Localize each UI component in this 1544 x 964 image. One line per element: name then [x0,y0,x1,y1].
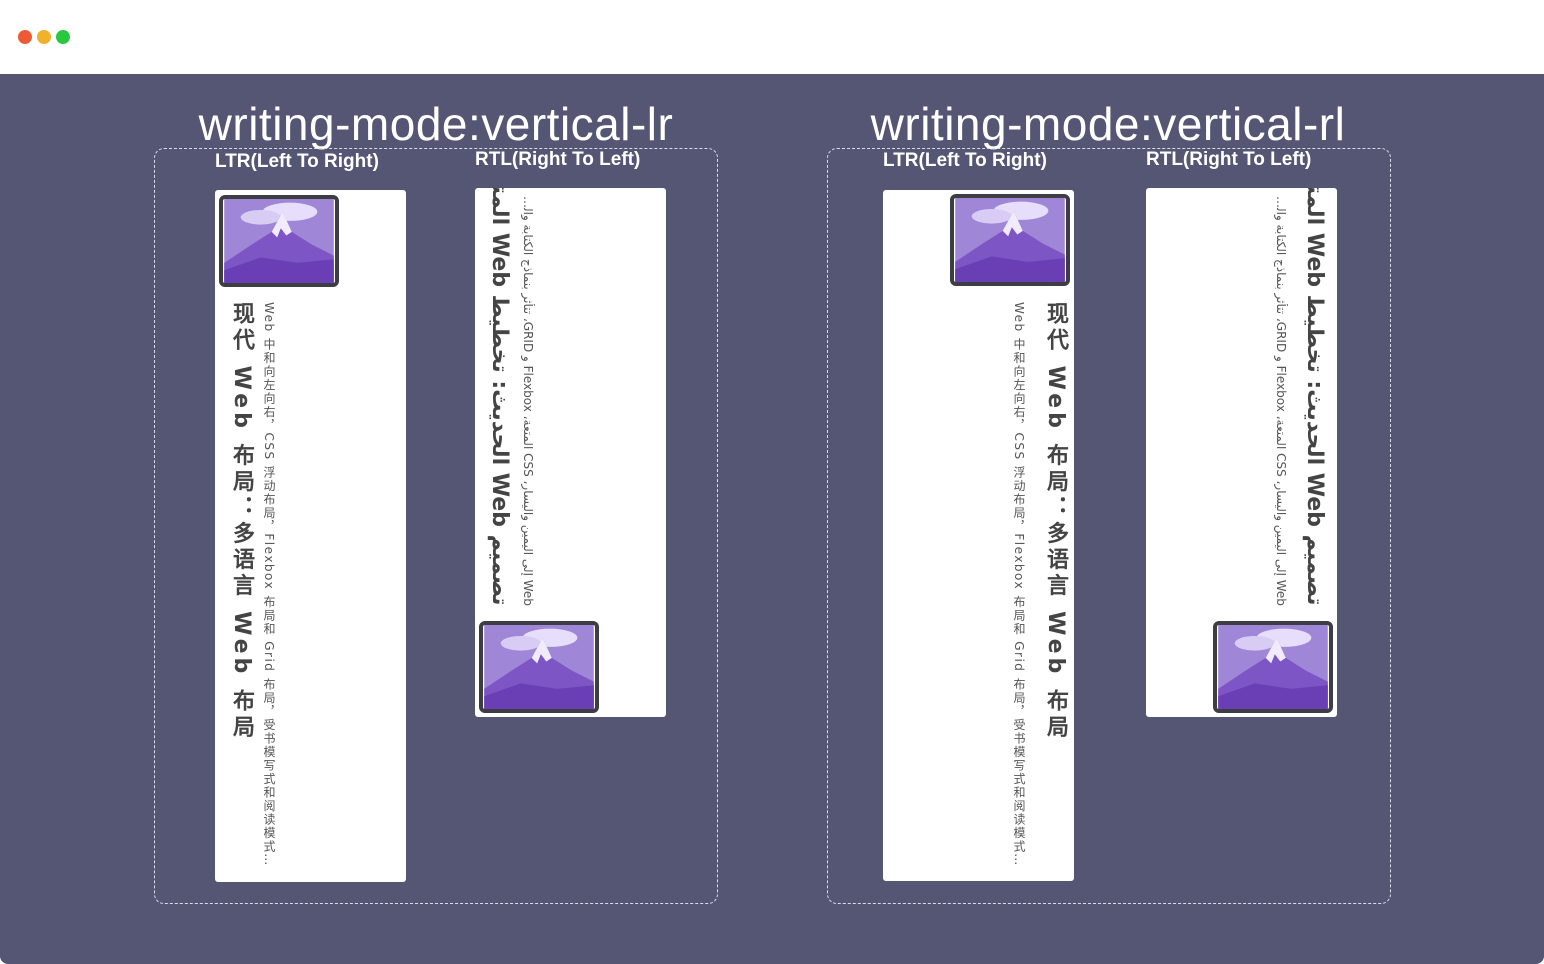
card-photo [950,194,1070,286]
window-titlebar [0,0,1544,74]
card-rtl-vertical-rl: تصميم Web الحديث: تخطيط Web المتعدد اللغ… [1146,188,1337,717]
card-title: 现代 Web 布局：多语言 Web 布局 [229,302,254,741]
card-photo [479,621,599,713]
card-ltr-vertical-lr: 现代 Web 布局：多语言 Web 布局 Web 中和向左向右，CSS 浮动布局… [215,190,406,882]
card-rtl-vertical-lr: تصميم Web الحديث: تخطيط Web المتعدد اللغ… [475,188,666,717]
mountain-photo-icon [484,625,594,709]
card-photo [1213,621,1333,713]
label-ltr: LTR(Left To Right) [883,150,1047,171]
demo-frame-vertical-lr [154,148,718,904]
card-body-text: Web 中和向左向右，CSS 浮动布局，Flexbox 布局和 Grid 布局，… [262,302,276,878]
label-rtl: RTL(Right To Left) [475,149,641,170]
mountain-photo-icon [224,199,334,283]
card-body-text: Web إلى اليمين واليسار، CSS المتعة، Flex… [521,194,535,606]
label-rtl: RTL(Right To Left) [1146,149,1312,170]
card-photo [219,195,339,287]
label-ltr: LTR(Left To Right) [215,151,379,172]
heading-vertical-lr: writing-mode:vertical-lr [198,98,674,150]
heading-vertical-rl: writing-mode:vertical-rl [870,98,1346,150]
card-body-text: Web إلى اليمين واليسار، CSS المتعة، Flex… [1274,194,1288,606]
minimize-window-button[interactable] [37,30,51,44]
mountain-photo-icon [955,198,1065,282]
card-ltr-vertical-rl: 现代 Web 布局：多语言 Web 布局 Web 中和向左向右，CSS 浮动布局… [883,190,1074,881]
card-body-text: Web 中和向左向右，CSS 浮动布局，Flexbox 布局和 Grid 布局，… [1012,302,1026,878]
card-title: 现代 Web 布局：多语言 Web 布局 [1043,302,1068,741]
card-title: تصميم Web الحديث: تخطيط Web المتعدد اللغ… [1302,188,1327,606]
zoom-window-button[interactable] [56,30,70,44]
demo-frame-vertical-rl [827,148,1391,904]
mountain-photo-icon [1218,625,1328,709]
close-window-button[interactable] [18,30,32,44]
card-title: تصميم Web الحديث: تخطيط Web المتعدد اللغ… [487,188,512,606]
